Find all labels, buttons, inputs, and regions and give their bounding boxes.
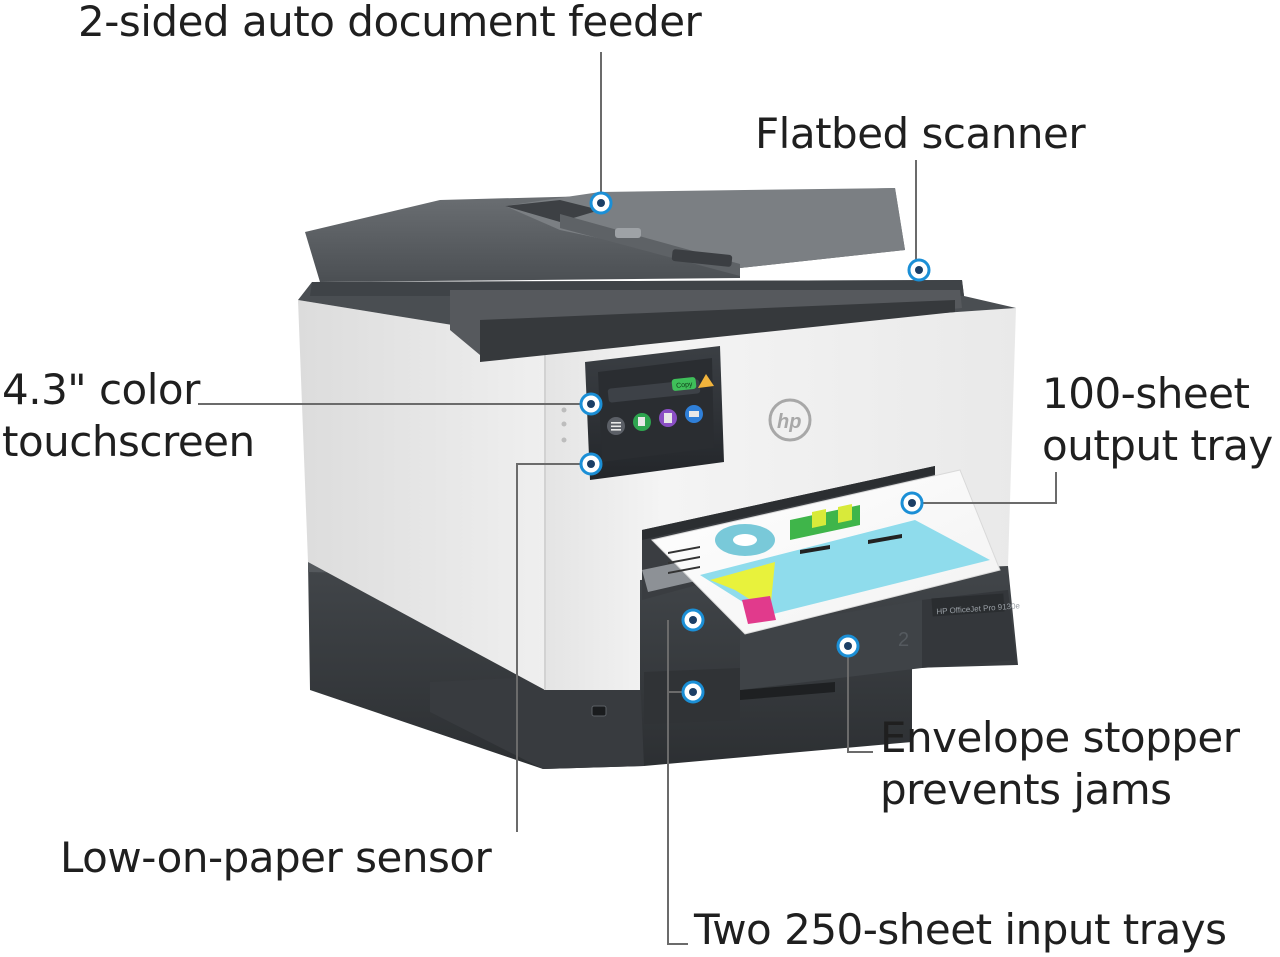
marker-tray-upper [681,608,705,632]
usb-port-icon [591,705,607,717]
callout-line: Low-on-paper sensor [60,833,492,882]
callout-line: Two 250-sheet input trays [694,905,1227,954]
marker-touchscreen [579,392,603,416]
marker-flatbed [907,258,931,282]
callout-line: Flatbed scanner [755,109,1086,158]
callout-line: prevents jams [880,765,1172,814]
svg-text:Copy: Copy [676,381,693,390]
callout-line: 4.3" color [2,365,200,414]
svg-text:2: 2 [898,629,909,651]
callout-flatbed-scanner: Flatbed scanner [755,108,1086,160]
callout-line: touchscreen [2,417,255,466]
marker-tray-lower [681,680,705,704]
leader-output [912,472,1057,504]
callout-line: Envelope stopper [880,713,1240,762]
leader-envelope [847,646,873,753]
callout-input-trays: Two 250-sheet input trays [694,904,1227,956]
menu-icon[interactable] [607,417,625,435]
marker-adf [589,191,613,215]
marker-envelope [836,634,860,658]
callout-paper-sensor: Low-on-paper sensor [60,832,492,884]
callout-document-feeder: 2-sided auto document feeder [78,0,702,48]
callout-markers [579,191,931,704]
flatbed-scanner[interactable] [298,280,1016,362]
leader-sensor [516,463,591,832]
callout-line: 2-sided auto document feeder [78,0,702,46]
svg-text:hp: hp [777,411,801,433]
lower-input-tray[interactable] [430,672,644,769]
callout-line: 100-sheet [1042,369,1250,418]
callout-envelope-stopper: Envelope stopper prevents jams [880,712,1240,816]
color-touchscreen[interactable]: Copy [585,346,724,480]
marker-output [900,491,924,515]
hp-logo-icon: hp [768,398,812,442]
marker-sensor [579,452,603,476]
scan-icon[interactable] [659,409,677,427]
callout-line: output tray [1042,421,1273,470]
leader-lines [198,52,1057,945]
callout-output-tray: 100-sheet output tray [1042,368,1273,472]
callout-touchscreen: 4.3" color touchscreen [2,364,255,468]
copy-icon[interactable] [633,413,651,431]
print-icon[interactable] [685,405,703,423]
